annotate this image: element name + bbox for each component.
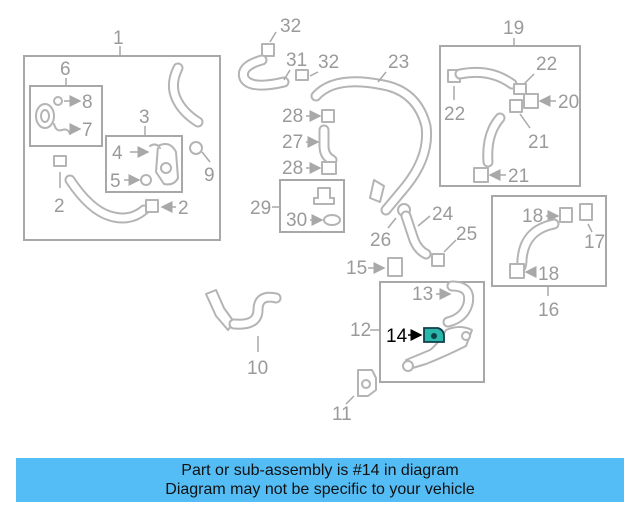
group-29-box	[279, 179, 345, 233]
parts-diagram: 1 6 8 7 3 4 5 9 2	[23, 16, 607, 425]
clamp-25	[431, 253, 445, 267]
group-1: 1 6 8 7 3 4 5 9 2	[23, 28, 221, 241]
o-ring-8	[53, 96, 63, 106]
callout-25: 25	[456, 224, 477, 245]
info-banner: Part or sub-assembly is #14 in diagram D…	[16, 458, 624, 502]
callout-27: 27	[282, 132, 303, 153]
clamp-18b	[509, 263, 525, 279]
callout-26: 26	[370, 230, 391, 251]
callout-19: 19	[503, 18, 524, 39]
callout-10: 10	[247, 358, 268, 379]
callout-17: 17	[584, 232, 605, 253]
callout-32b: 32	[318, 52, 339, 73]
reservoir-cap	[313, 187, 335, 205]
callout-28a: 28	[282, 106, 303, 127]
o-ring-5	[140, 174, 152, 186]
clamp-2b	[145, 199, 159, 213]
group-1-box	[23, 55, 221, 241]
callout-31: 31	[286, 50, 307, 71]
callout-24: 24	[432, 204, 454, 225]
group-center-top: 32 31 32 23	[237, 16, 433, 216]
callout-21b: 21	[508, 166, 529, 187]
group-3-box	[105, 135, 183, 193]
group-10: 10	[205, 289, 282, 379]
clamp-2a	[53, 155, 67, 167]
banner-line-part: Part or sub-assembly is #14 in diagram	[181, 462, 459, 479]
clamp-28b	[321, 161, 337, 175]
banner-line-disclaimer: Diagram may not be specific to your vehi…	[165, 481, 475, 498]
o-ring-30	[323, 214, 341, 226]
group-16: 16 18 17 18	[491, 195, 607, 321]
coolant-pipe	[405, 326, 473, 371]
clamp-20	[523, 93, 539, 109]
callout-5: 5	[110, 171, 121, 192]
clamp-32a	[261, 43, 275, 57]
group-12-box	[379, 281, 485, 383]
clamp-17	[579, 203, 593, 221]
callout-1: 1	[113, 28, 124, 49]
group-29: 29 30	[250, 179, 345, 233]
callout-16: 16	[538, 300, 559, 321]
callout-21a: 21	[528, 132, 549, 153]
clamp-18a	[559, 207, 573, 223]
clip-7	[53, 123, 71, 135]
group-11: 11	[332, 369, 377, 425]
callout-3: 3	[139, 107, 150, 128]
callout-2b: 2	[178, 198, 189, 219]
clamp-32b	[295, 69, 309, 81]
group-mid: 26 24 25 15	[346, 203, 477, 279]
clamp-9	[189, 141, 203, 155]
clamp-21b	[473, 167, 489, 183]
group-12: 12 13 14	[350, 280, 485, 383]
callout-30: 30	[286, 210, 307, 231]
group-19: 19 22 22 20 21 21	[439, 18, 581, 187]
bracket-15	[387, 257, 403, 277]
group-19-box	[439, 45, 581, 187]
callout-22a: 22	[444, 104, 465, 125]
callout-18a: 18	[522, 206, 543, 227]
group-27-28: 28 27 28	[282, 106, 338, 179]
callout-14: 14	[386, 326, 408, 347]
callout-2a: 2	[54, 196, 65, 217]
callout-6: 6	[60, 59, 71, 80]
callout-13: 13	[412, 284, 433, 305]
clamp-22b	[513, 83, 527, 95]
callout-23: 23	[388, 52, 409, 73]
callout-7: 7	[82, 120, 93, 141]
callout-32a: 32	[280, 16, 301, 37]
callout-12: 12	[350, 320, 371, 341]
group-16-box	[491, 195, 607, 287]
callout-22b: 22	[536, 54, 557, 75]
clamp-28a	[321, 109, 335, 123]
callout-15: 15	[346, 258, 367, 279]
callout-29: 29	[250, 198, 271, 219]
callout-20: 20	[558, 92, 579, 113]
callout-18b: 18	[538, 264, 559, 285]
callout-11: 11	[332, 404, 352, 425]
callout-4: 4	[112, 143, 123, 164]
callout-28b: 28	[282, 158, 303, 179]
callout-8: 8	[82, 92, 93, 113]
callout-9: 9	[204, 165, 215, 186]
